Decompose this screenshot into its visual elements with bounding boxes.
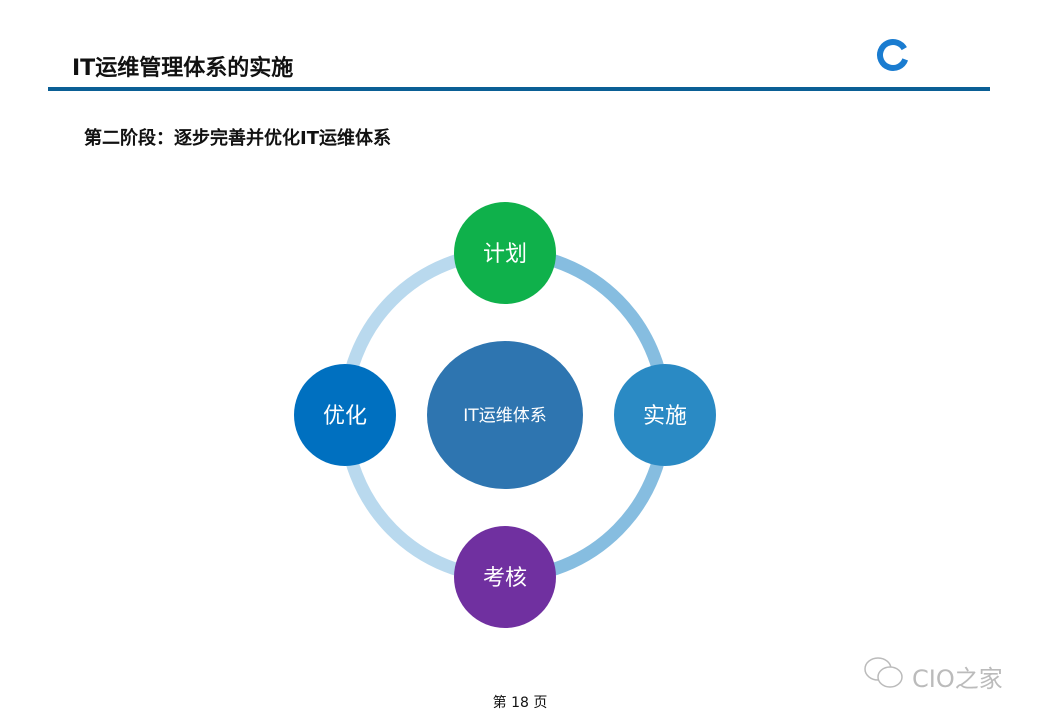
wechat-icon (862, 655, 906, 697)
page-title: IT运维管理体系的实施 (72, 56, 294, 81)
node-assess (454, 526, 556, 628)
page-number: 第 18 页 (492, 695, 548, 711)
logo-icon (875, 37, 911, 77)
node-plan (454, 202, 556, 304)
node-label-plan: 计划 (483, 242, 527, 267)
node-optimize (294, 364, 396, 466)
center-label: IT运维体系 (463, 406, 546, 426)
watermark-text: CIO之家 (912, 664, 1003, 693)
node-label-implement: 实施 (643, 404, 687, 429)
subtitle: 第二阶段：逐步完善并优化IT运维体系 (84, 128, 391, 149)
node-implement (614, 364, 716, 466)
header-divider (48, 87, 990, 91)
node-label-optimize: 优化 (323, 404, 367, 429)
node-label-assess: 考核 (483, 566, 527, 591)
watermark: CIO之家 (862, 655, 1003, 697)
center-circle (427, 341, 583, 489)
